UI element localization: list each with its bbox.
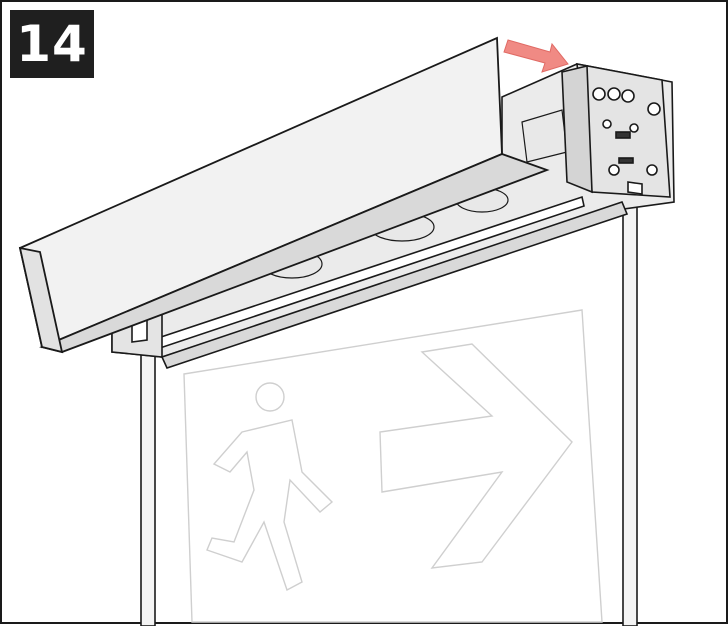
step-number-badge: 14 [10, 10, 94, 78]
bracket-screw-holes [592, 87, 661, 176]
exit-sign-glass-panel [183, 309, 603, 623]
slide-right-arrow-icon [503, 39, 569, 73]
end-bracket [561, 63, 671, 198]
front-cover-panel [18, 36, 550, 354]
right-rail [622, 191, 638, 626]
exit-arrow-icon [379, 343, 573, 569]
running-man-icon [206, 382, 334, 592]
left-rail [140, 351, 156, 626]
